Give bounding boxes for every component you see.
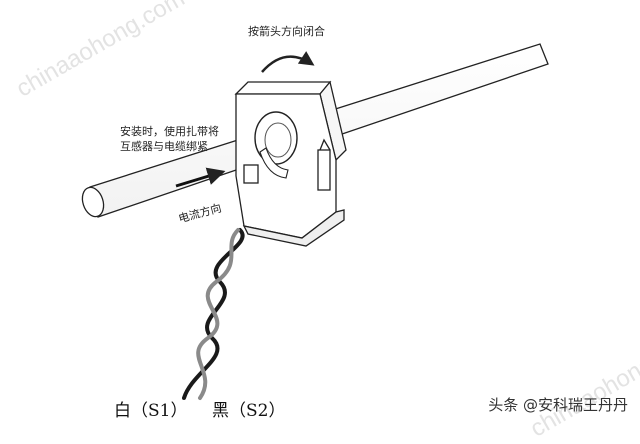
zip-tie xyxy=(259,147,289,179)
wire-white-label: 白（S1） xyxy=(114,401,188,421)
wire-black-label: 黑（S2） xyxy=(212,401,286,421)
rotation-arrow xyxy=(261,51,315,73)
credit-text: 头条 @安科瑞王丹丹 xyxy=(488,396,628,414)
current-direction-arrow xyxy=(175,167,226,188)
close-direction-label: 按箭头方向闭合 xyxy=(248,25,325,38)
install-instruction-line2: 互感器与电缆绑紧 xyxy=(120,140,208,153)
transformer-body xyxy=(234,80,347,247)
current-transformer-diagram xyxy=(81,43,549,400)
install-instruction-line1: 安装时，使用扎带将 xyxy=(120,125,219,138)
twisted-leads xyxy=(182,228,245,400)
